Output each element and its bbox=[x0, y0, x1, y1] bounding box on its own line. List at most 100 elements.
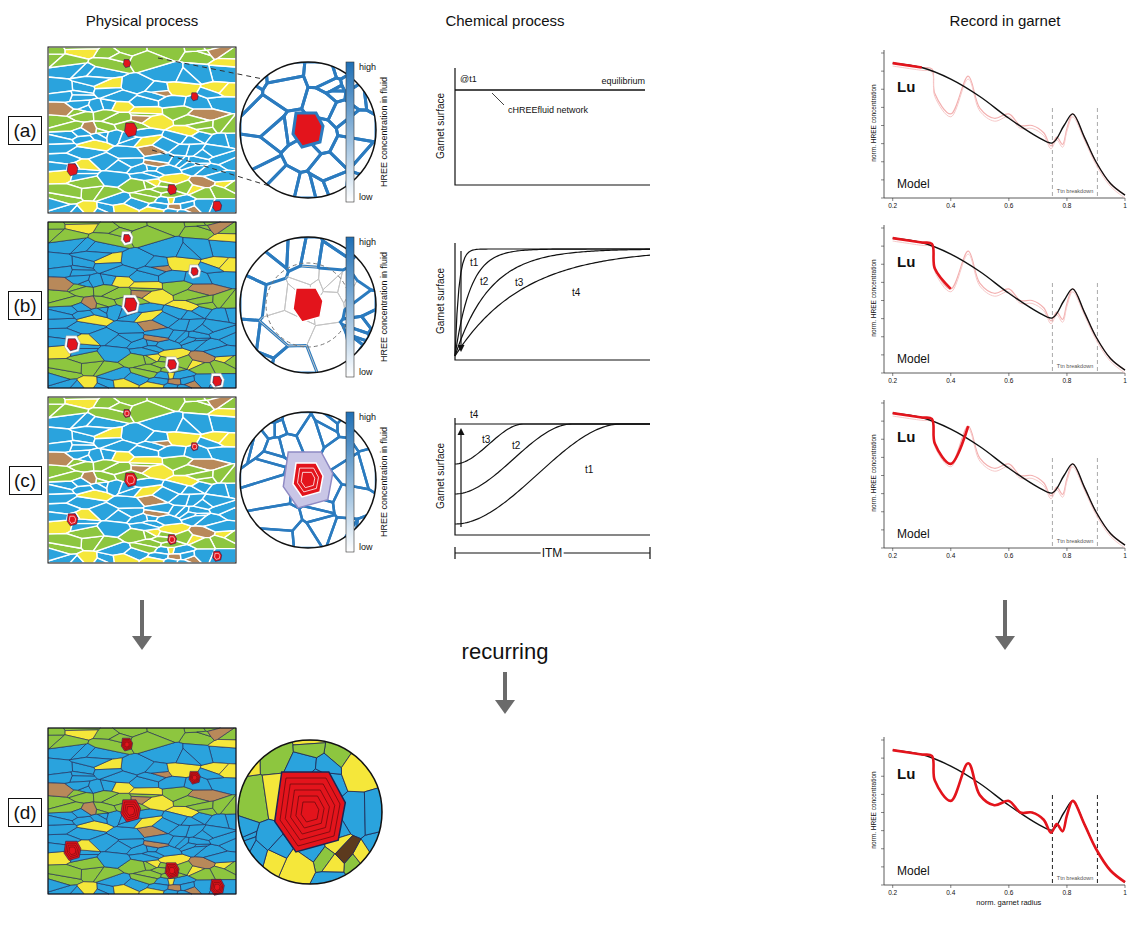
grain bbox=[180, 376, 194, 385]
zoom-circle bbox=[240, 237, 376, 373]
axis-title: norm. HREE concentration bbox=[871, 84, 878, 161]
grain-boundary bbox=[328, 100, 359, 129]
grain bbox=[159, 445, 187, 458]
curve-label: equilibrium bbox=[601, 77, 645, 86]
grain bbox=[162, 787, 193, 802]
tick bbox=[950, 373, 951, 376]
grain bbox=[49, 404, 89, 418]
process-label: recurring bbox=[462, 641, 549, 663]
tick bbox=[881, 794, 884, 795]
grain bbox=[48, 548, 70, 561]
axis-title: norm. HREE concentration bbox=[871, 259, 878, 336]
grain bbox=[88, 58, 134, 74]
grain bbox=[48, 772, 72, 783]
measured-profile bbox=[893, 750, 1125, 882]
tick bbox=[881, 866, 884, 867]
zoom-circle bbox=[238, 740, 382, 884]
time-label: t3 bbox=[515, 278, 523, 288]
grain bbox=[208, 397, 235, 410]
faint-profile bbox=[893, 66, 1125, 198]
grain bbox=[189, 188, 216, 199]
tick bbox=[881, 421, 884, 422]
grain bbox=[143, 153, 173, 163]
growth-zone bbox=[280, 778, 340, 846]
grain bbox=[163, 889, 178, 894]
growth-zone bbox=[190, 773, 199, 783]
plot-axes bbox=[455, 418, 650, 535]
grain bbox=[131, 465, 151, 473]
tick bbox=[881, 179, 884, 180]
breakdown-marker bbox=[1097, 283, 1098, 373]
curve-label: Model bbox=[897, 528, 930, 540]
tick-label: 1 bbox=[1123, 553, 1127, 560]
grain bbox=[179, 512, 196, 520]
growth-zone bbox=[125, 411, 129, 416]
grain-network bbox=[238, 740, 382, 884]
tick bbox=[881, 53, 884, 54]
tick-label: 0.6 bbox=[1004, 378, 1013, 385]
grain bbox=[219, 258, 236, 272]
garnet bbox=[67, 514, 78, 526]
profile-curve bbox=[455, 424, 650, 494]
tick bbox=[881, 228, 884, 229]
panel-letter-box: (c) bbox=[9, 466, 42, 495]
tick-label: 0.4 bbox=[946, 890, 955, 897]
growth-zone bbox=[123, 802, 139, 820]
grain bbox=[113, 554, 139, 563]
grain-boundary bbox=[323, 272, 342, 293]
grain bbox=[139, 382, 164, 388]
grain bbox=[219, 764, 236, 778]
depletion-halo bbox=[122, 295, 140, 315]
growth-zone bbox=[214, 884, 220, 890]
tick-label: 0.8 bbox=[1062, 203, 1071, 210]
plot-axes bbox=[884, 737, 1125, 885]
growth-zone bbox=[291, 790, 330, 834]
grain bbox=[93, 769, 122, 780]
grain-boundary bbox=[240, 173, 270, 198]
grain bbox=[93, 460, 118, 472]
axis-title: Garnet surface bbox=[436, 443, 446, 509]
growth-zone bbox=[298, 468, 319, 492]
flow-arrow-head bbox=[995, 636, 1015, 650]
grain bbox=[71, 90, 94, 95]
flow-arrow bbox=[1003, 600, 1007, 640]
grain bbox=[48, 277, 74, 291]
garnet bbox=[64, 841, 81, 860]
grain bbox=[81, 296, 96, 309]
garnet bbox=[191, 93, 198, 101]
tick bbox=[1066, 373, 1067, 376]
growth-zone bbox=[285, 784, 334, 840]
circle-outline bbox=[238, 740, 382, 884]
grain bbox=[159, 270, 187, 283]
growth-zone bbox=[169, 868, 175, 874]
tick bbox=[881, 475, 884, 476]
time-label: t1 bbox=[470, 258, 478, 268]
grain bbox=[208, 58, 236, 67]
depletion-halo bbox=[165, 357, 179, 373]
tick bbox=[881, 107, 884, 108]
faint-profile bbox=[893, 238, 1125, 370]
grain-boundary bbox=[315, 420, 339, 448]
grain bbox=[168, 547, 175, 554]
panel-frame bbox=[48, 728, 236, 894]
model-curve bbox=[893, 413, 1125, 545]
panel-letter: (a) bbox=[13, 121, 36, 140]
grain bbox=[48, 512, 68, 522]
tick bbox=[881, 812, 884, 813]
tick bbox=[881, 282, 884, 283]
grain bbox=[88, 233, 134, 249]
grain-boundary bbox=[238, 740, 260, 778]
grain bbox=[93, 536, 124, 552]
grain bbox=[219, 433, 236, 447]
grain bbox=[113, 379, 139, 388]
growth-zone bbox=[125, 742, 130, 747]
time-label: t2 bbox=[512, 441, 520, 451]
time-label: t2 bbox=[480, 277, 488, 287]
garnet bbox=[125, 473, 137, 487]
panel-letter-box: (b) bbox=[8, 291, 42, 320]
grain bbox=[129, 282, 163, 289]
growth-zone bbox=[166, 864, 177, 877]
grain bbox=[179, 337, 196, 345]
grain bbox=[93, 361, 124, 377]
grain bbox=[208, 728, 235, 741]
